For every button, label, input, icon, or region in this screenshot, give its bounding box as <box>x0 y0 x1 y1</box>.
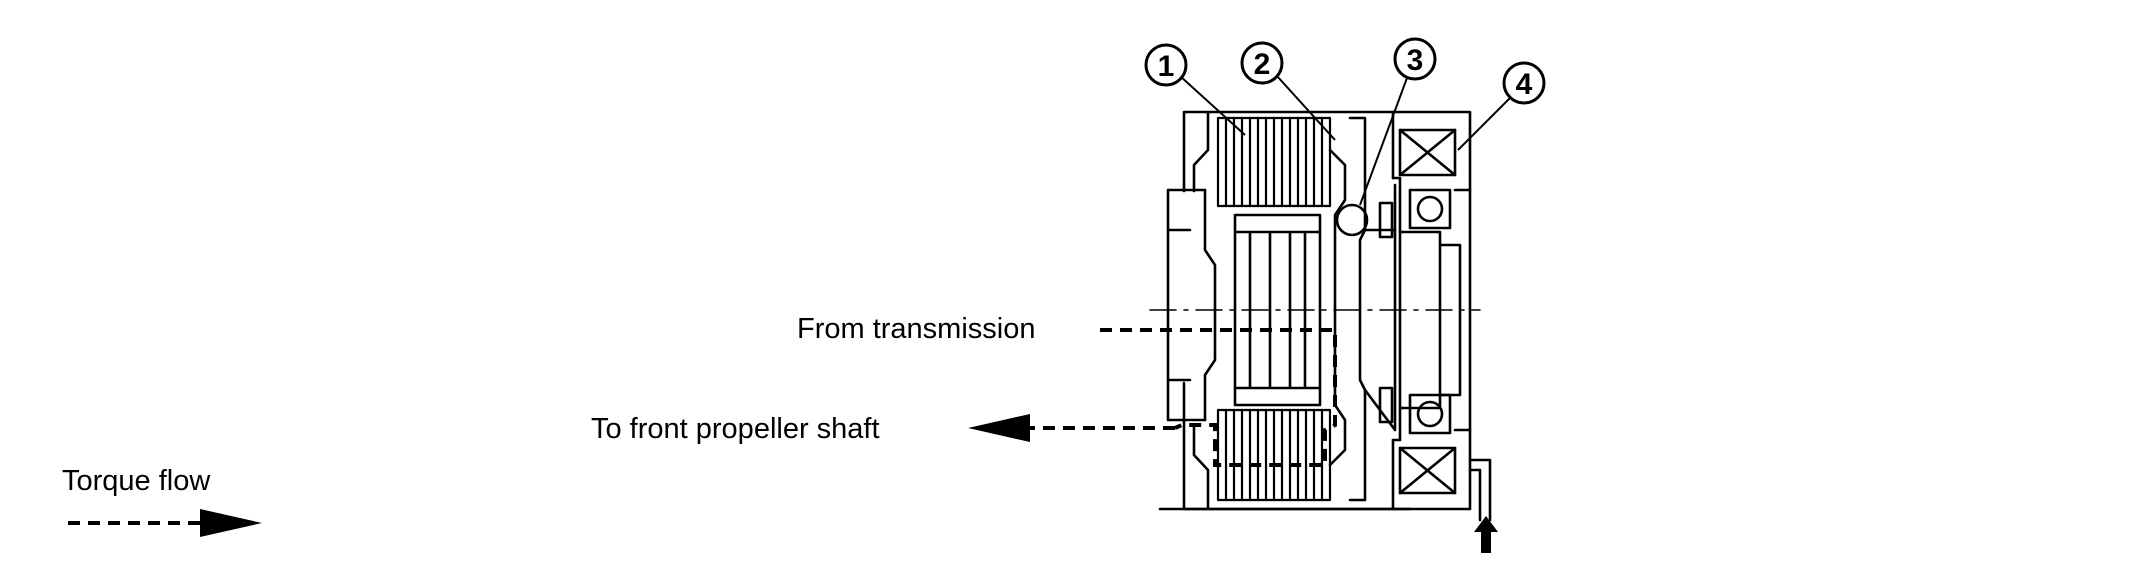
callout-leaders <box>1179 75 1511 206</box>
callout-1: 1 <box>1144 43 1188 87</box>
clutch-plates-top <box>1216 116 1332 208</box>
coil-top <box>1398 128 1457 177</box>
callout-1-number: 1 <box>1158 50 1175 83</box>
legend-arrowhead <box>200 509 262 537</box>
clutch-assembly <box>1149 110 1492 522</box>
cam-ball <box>1335 203 1369 237</box>
coil-housing <box>1391 110 1472 511</box>
coil-bottom <box>1398 446 1457 495</box>
callout-3: 3 <box>1393 37 1437 81</box>
right-housing <box>1453 188 1472 432</box>
thrust-bearing-bottom <box>1378 386 1394 424</box>
flow-from-transmission <box>1100 328 1337 467</box>
oil-inlet-arrow <box>1474 516 1498 553</box>
torque-flow-path <box>1030 328 1337 467</box>
callout-2-number: 2 <box>1254 48 1271 81</box>
legend-torque-flow-label: Torque flow <box>62 465 211 497</box>
pressure-plate <box>1328 148 1347 467</box>
thrust-bearing-top <box>1378 201 1394 239</box>
main-shaft-step <box>1363 183 1397 432</box>
clutch-housing-top <box>1182 110 1395 193</box>
legend: Torque flow <box>62 465 262 537</box>
callout-2: 2 <box>1240 41 1284 85</box>
drum-inner-wall <box>1203 188 1217 422</box>
bearing-bottom <box>1408 393 1452 435</box>
output-hub <box>1398 230 1462 410</box>
cam-plate <box>1348 116 1367 502</box>
front-shaft-arrowhead <box>968 414 1030 442</box>
callout-4-number: 4 <box>1516 68 1533 101</box>
label-to-front-propeller-shaft: To front propeller shaft <box>591 413 880 445</box>
label-from-transmission: From transmission <box>797 313 1036 345</box>
oil-line <box>1468 458 1492 522</box>
input-drum <box>1166 188 1207 422</box>
clutch-plates-bottom <box>1216 408 1332 502</box>
callout-3-number: 3 <box>1407 44 1424 77</box>
bearing-top <box>1408 188 1452 230</box>
callout-4: 4 <box>1502 61 1546 105</box>
